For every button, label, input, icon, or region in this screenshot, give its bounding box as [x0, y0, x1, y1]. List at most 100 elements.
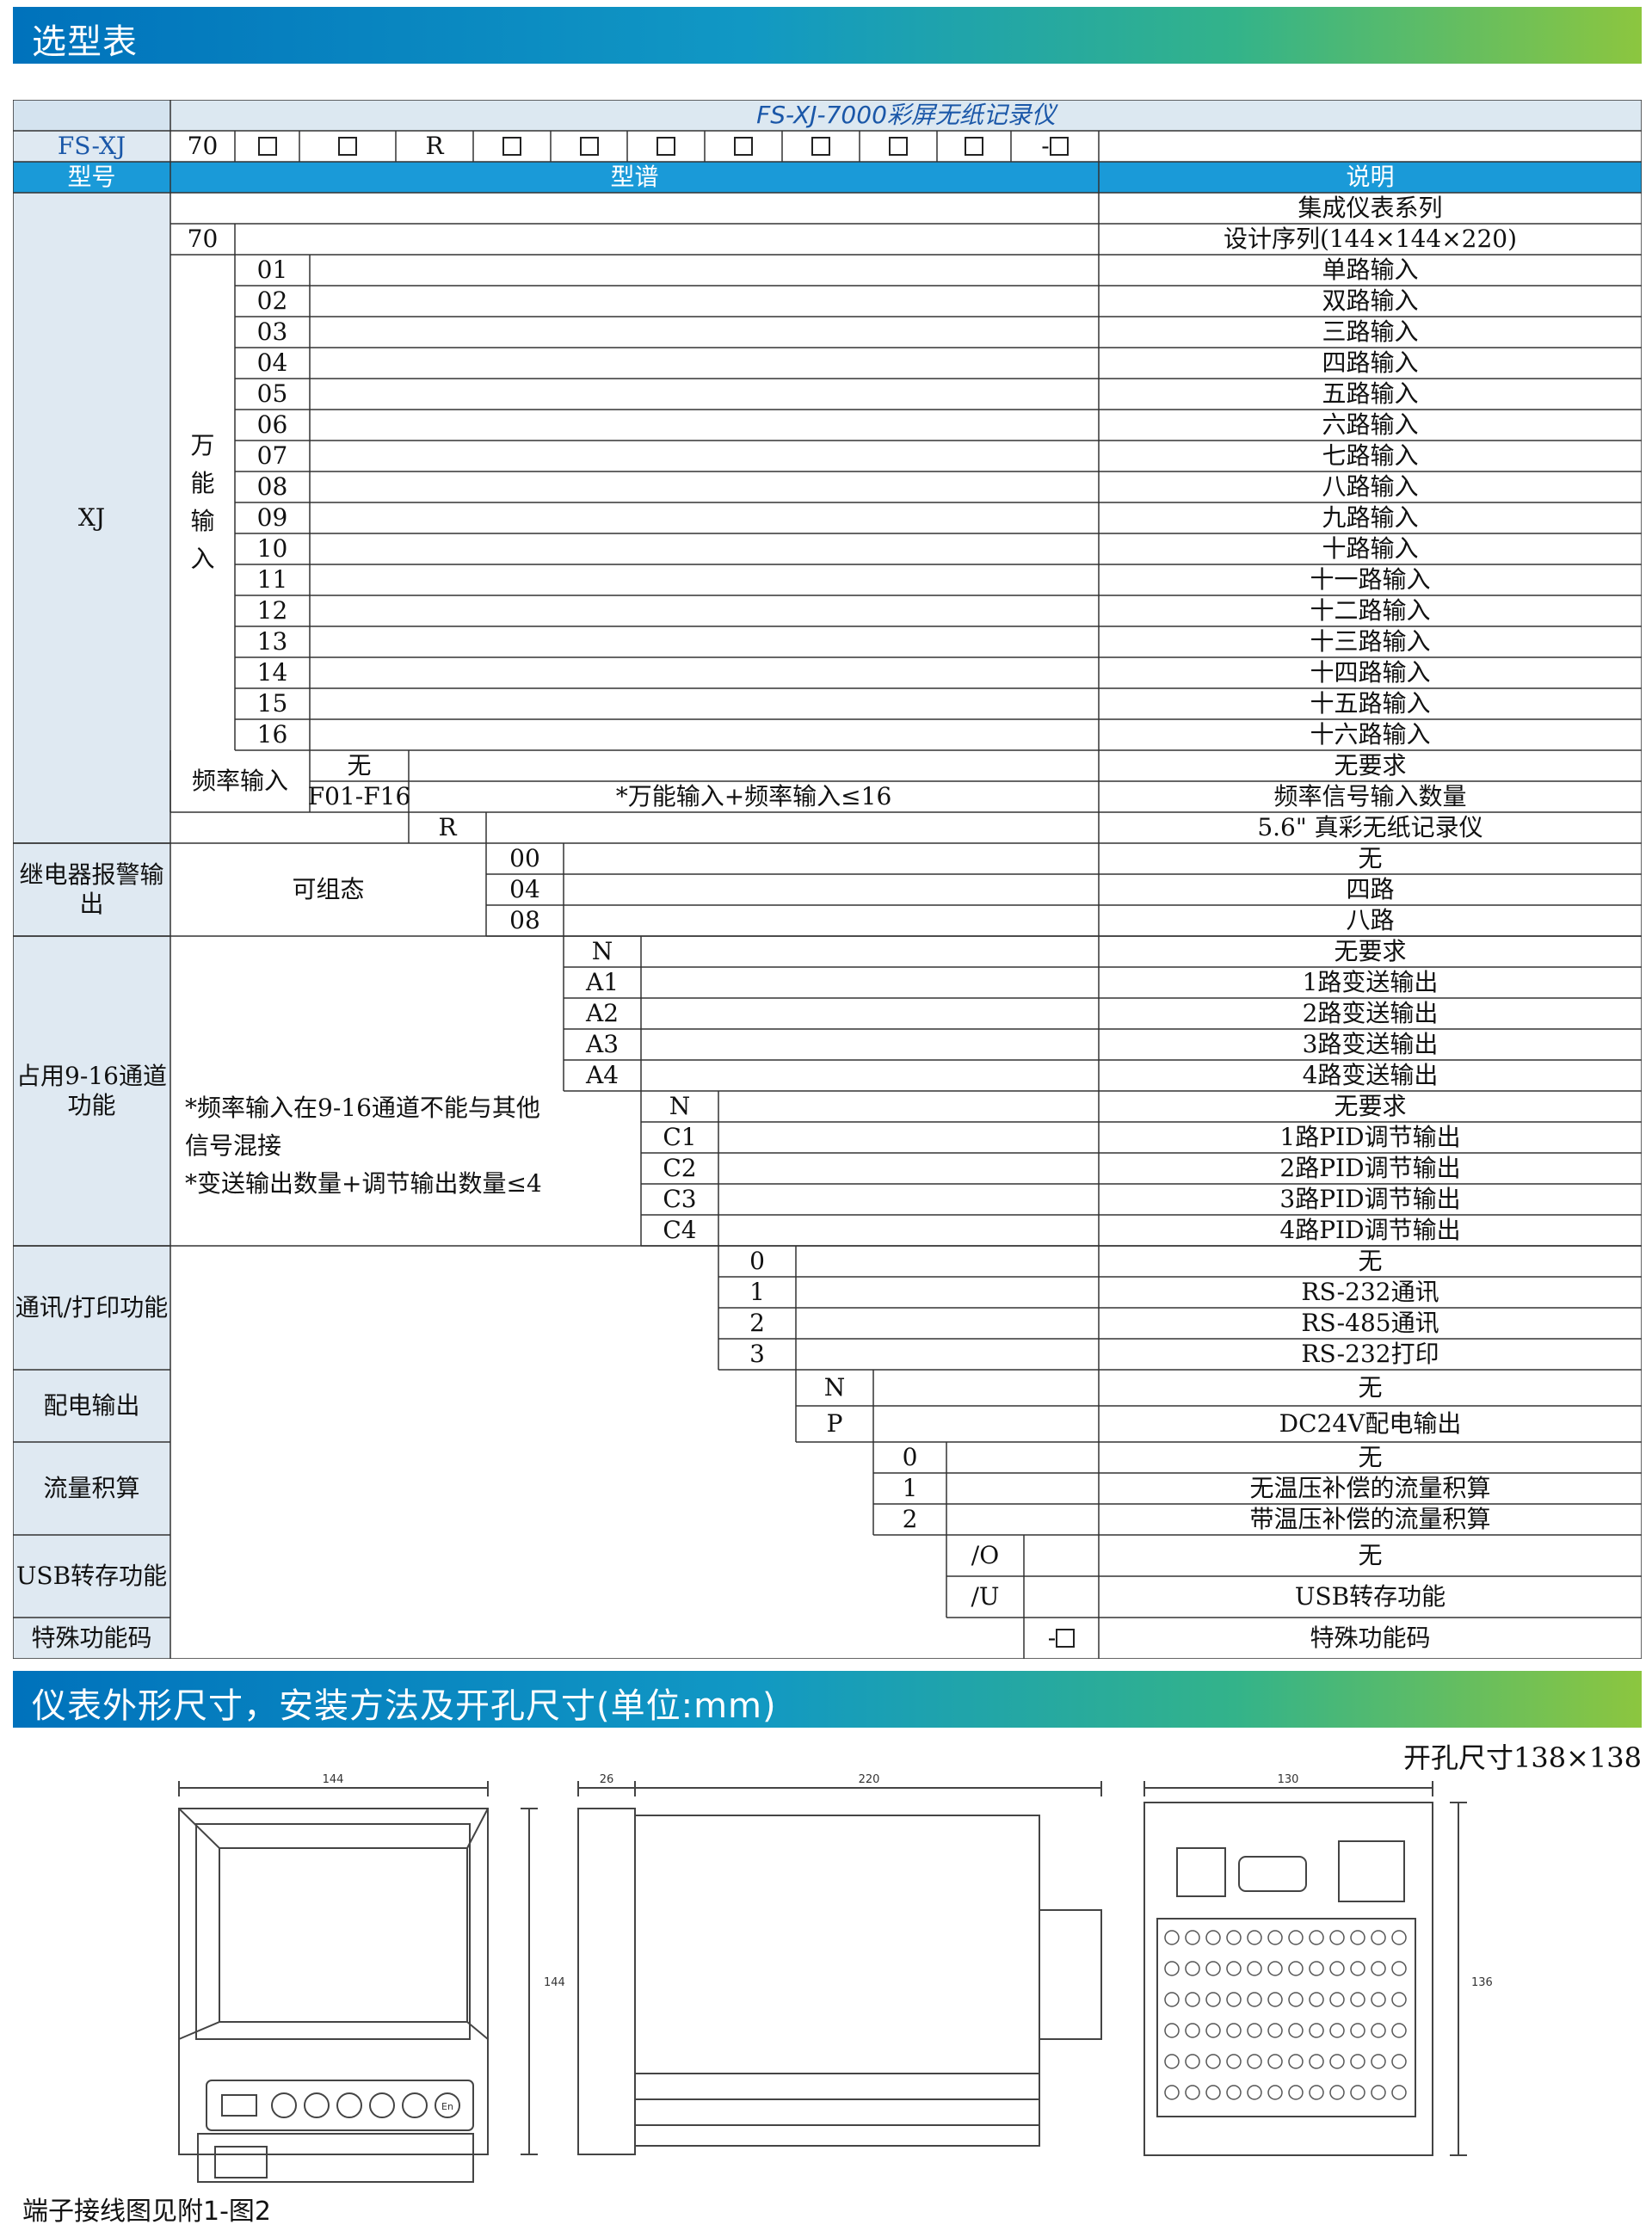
- terminal-screw-icon: [1226, 2085, 1242, 2100]
- input-desc: 十五路输入: [1310, 689, 1431, 718]
- title-bg: [170, 100, 1642, 131]
- code-placeholder-box: [257, 137, 277, 156]
- input-code: 06: [256, 410, 288, 440]
- code-box-0: [473, 131, 551, 162]
- pid-desc: 1路PID调节输出: [1279, 1123, 1461, 1152]
- usb-label: USB转存功能: [15, 1562, 168, 1591]
- special-label: 特殊功能码: [31, 1624, 152, 1653]
- front-view: [178, 1781, 538, 2183]
- code-placeholder-box: [1049, 137, 1069, 156]
- input-code: 08: [256, 472, 288, 502]
- input-desc: 三路输入: [1322, 317, 1419, 347]
- rear-terminal-block: [1156, 1918, 1416, 2117]
- ch916-notes: *频率输入在9-16通道不能与其他信号混接*变送输出数量+调节输出数量≤4: [185, 1089, 546, 1279]
- freq-input-label: 频率输入: [191, 767, 288, 796]
- terminal-screw-icon: [1185, 2054, 1200, 2069]
- code-placeholder-box: [579, 137, 599, 156]
- pid-desc: 无要求: [1334, 1092, 1407, 1121]
- input-desc: 七路输入: [1322, 441, 1419, 471]
- flow-desc: 无温压补偿的流量积算: [1249, 1474, 1491, 1503]
- rear-view: [1143, 1781, 1467, 2156]
- header-model: 型号: [67, 163, 116, 192]
- terminal-screw-icon: [1205, 2054, 1221, 2069]
- usb-desc: USB转存功能: [1294, 1582, 1446, 1612]
- terminal-screw-icon: [1309, 1992, 1324, 2007]
- code-box-input: [235, 131, 299, 162]
- terminal-screw-icon: [1185, 2085, 1200, 2100]
- flow-code: 1: [902, 1474, 918, 1503]
- transmit-code: A3: [585, 1030, 620, 1059]
- input-code: 16: [256, 720, 288, 749]
- input-desc: 双路输入: [1322, 287, 1419, 316]
- code-box-3: [705, 131, 782, 162]
- code-box-1: [551, 131, 627, 162]
- terminal-screw-icon: [1288, 1992, 1304, 2007]
- side-terminal: [1039, 1909, 1102, 2040]
- side-depth-b-label: 220: [859, 1773, 880, 1786]
- terminal-screw-icon: [1247, 2054, 1262, 2069]
- input-desc: 八路输入: [1322, 472, 1419, 502]
- dimensions-title: 仪表外形尺寸，安装方法及开孔尺寸(单位:mm): [32, 1686, 777, 1726]
- code-placeholder-box: [734, 137, 753, 156]
- ch916-note: *频率输入在9-16通道不能与其他信号混接: [185, 1094, 540, 1160]
- input-desc: 四路输入: [1322, 348, 1419, 378]
- front-screen: [219, 1847, 468, 2023]
- code-box-freq: [299, 131, 396, 162]
- relay-code: 08: [509, 906, 540, 935]
- front-bezel: [178, 1808, 489, 2155]
- relay-label: 继电器报警输出: [19, 860, 164, 918]
- terminal-screw-icon: [1164, 2023, 1180, 2038]
- terminal-screw-icon: [1391, 2085, 1407, 2100]
- code-70: 70: [187, 132, 219, 161]
- terminal-screw-icon: [1247, 1992, 1262, 2007]
- input-code: 07: [256, 441, 288, 471]
- terminal-screw-icon: [1350, 1930, 1365, 1945]
- xj-label: XJ: [77, 503, 106, 533]
- terminal-screw-icon: [1226, 1930, 1242, 1945]
- terminal-screw-icon: [1247, 2085, 1262, 2100]
- code-prefix: -: [1041, 132, 1050, 161]
- flow-code: 2: [902, 1505, 918, 1534]
- pid-code: C3: [663, 1185, 697, 1214]
- terminal-screw-icon: [1391, 1992, 1407, 2007]
- input-desc: 十三路输入: [1310, 627, 1431, 656]
- terminal-screw-icon: [1185, 1930, 1200, 1945]
- side-depth-a-label: 26: [600, 1773, 614, 1786]
- relay-desc: 八路: [1346, 906, 1395, 935]
- usb-code: /U: [971, 1582, 1000, 1612]
- usb-code: /O: [971, 1541, 1000, 1570]
- code-placeholder-box: [502, 137, 521, 156]
- terminal-screw-icon: [1309, 1930, 1324, 1945]
- product-title: FS-XJ-7000彩屏无纸记录仪: [756, 101, 1056, 130]
- key-enter-label: En: [441, 2101, 453, 2112]
- input-desc: 十四路输入: [1310, 658, 1431, 687]
- code-placeholder-box: [965, 137, 983, 156]
- code-box-4: [782, 131, 860, 162]
- title-left-bg: [13, 100, 170, 131]
- relay-note: 可组态: [292, 875, 365, 904]
- terminal-screw-icon: [1185, 1992, 1200, 2007]
- terminal-screw-icon: [1164, 1992, 1180, 2007]
- input-code: 14: [256, 658, 288, 687]
- transmit-desc: 无要求: [1334, 937, 1407, 966]
- flow-code: 0: [902, 1443, 918, 1472]
- transmit-code: N: [591, 937, 613, 966]
- model-prefix: FS-XJ: [57, 132, 126, 161]
- terminal-screw-icon: [1205, 2085, 1221, 2100]
- model-col-bg: [13, 193, 170, 1659]
- usb-desc: 无: [1358, 1541, 1383, 1570]
- input-desc: 单路输入: [1322, 256, 1419, 285]
- code-box-6: [937, 131, 1011, 162]
- terminal-screw-icon: [1164, 1961, 1180, 1976]
- terminal-screw-icon: [1391, 2054, 1407, 2069]
- terminal-screw-icon: [1185, 2023, 1200, 2038]
- front-bevel-lines: [178, 1808, 489, 2040]
- terminal-screw-icon: [1371, 1992, 1386, 2007]
- terminal-screw-icon: [1329, 2085, 1345, 2100]
- freq-range-desc: 频率信号输入数量: [1273, 782, 1467, 811]
- freq-range-code: F01-F16: [307, 782, 411, 811]
- terminal-screw-icon: [1267, 2085, 1283, 2100]
- power-desc: 无: [1358, 1373, 1383, 1402]
- terminal-screw-icon: [1164, 2054, 1180, 2069]
- transmit-desc: 3路变送输出: [1302, 1030, 1439, 1059]
